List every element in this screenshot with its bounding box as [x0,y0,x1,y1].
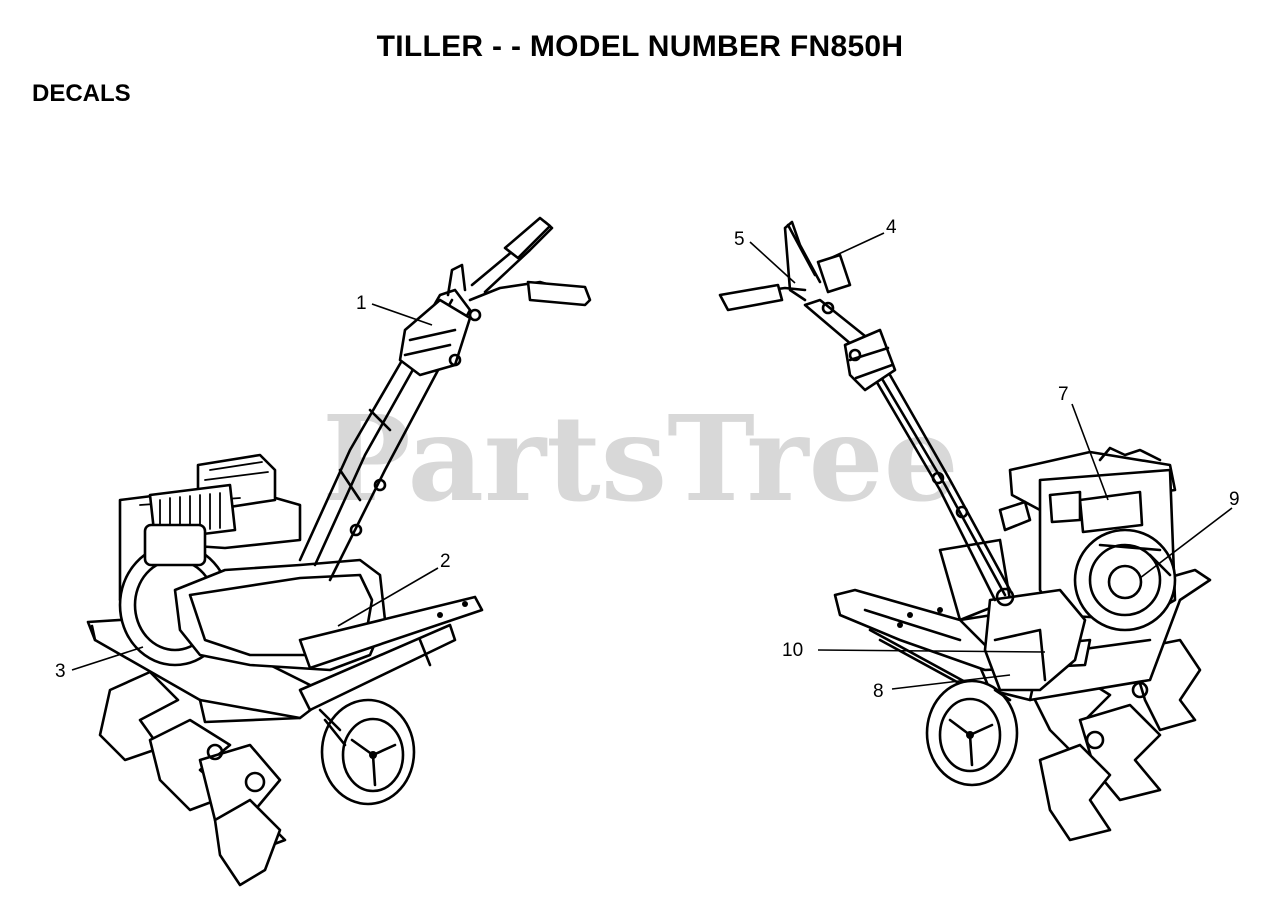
svg-text:1: 1 [356,293,367,314]
svg-text:7: 7 [1058,384,1069,405]
callout-9: 9 [1139,489,1240,579]
watermark: PartsTree [322,389,959,528]
callout-10: 10 [782,640,1046,661]
svg-text:4: 4 [886,217,897,238]
right-handle [718,220,1015,607]
svg-text:8: 8 [873,681,884,702]
callout-2: 2 [337,551,451,627]
right-engine [998,446,1177,632]
svg-text:2: 2 [440,551,451,572]
callout-8: 8 [873,674,1011,702]
callout-3: 3 [55,646,144,682]
right-tines [1028,638,1202,842]
left-wheel [318,698,416,806]
left-tiller-illustration [86,216,592,887]
diagram-title: TILLER - - MODEL NUMBER FN850H [376,30,904,63]
svg-text:5: 5 [734,229,745,250]
left-handle [298,216,592,582]
right-wheel [925,679,1019,787]
svg-text:3: 3 [55,661,66,682]
right-transmission [983,588,1087,692]
callout-1: 1 [356,293,433,326]
left-drag-bar [298,595,484,670]
callout-7: 7 [1058,384,1109,501]
svg-text:9: 9 [1229,489,1240,510]
section-heading: DECALS [32,80,131,107]
callout-5: 5 [734,229,796,284]
right-tiller-illustration [718,220,1212,842]
left-tines [98,670,287,887]
svg-text:10: 10 [782,640,803,661]
callout-4: 4 [829,217,897,259]
